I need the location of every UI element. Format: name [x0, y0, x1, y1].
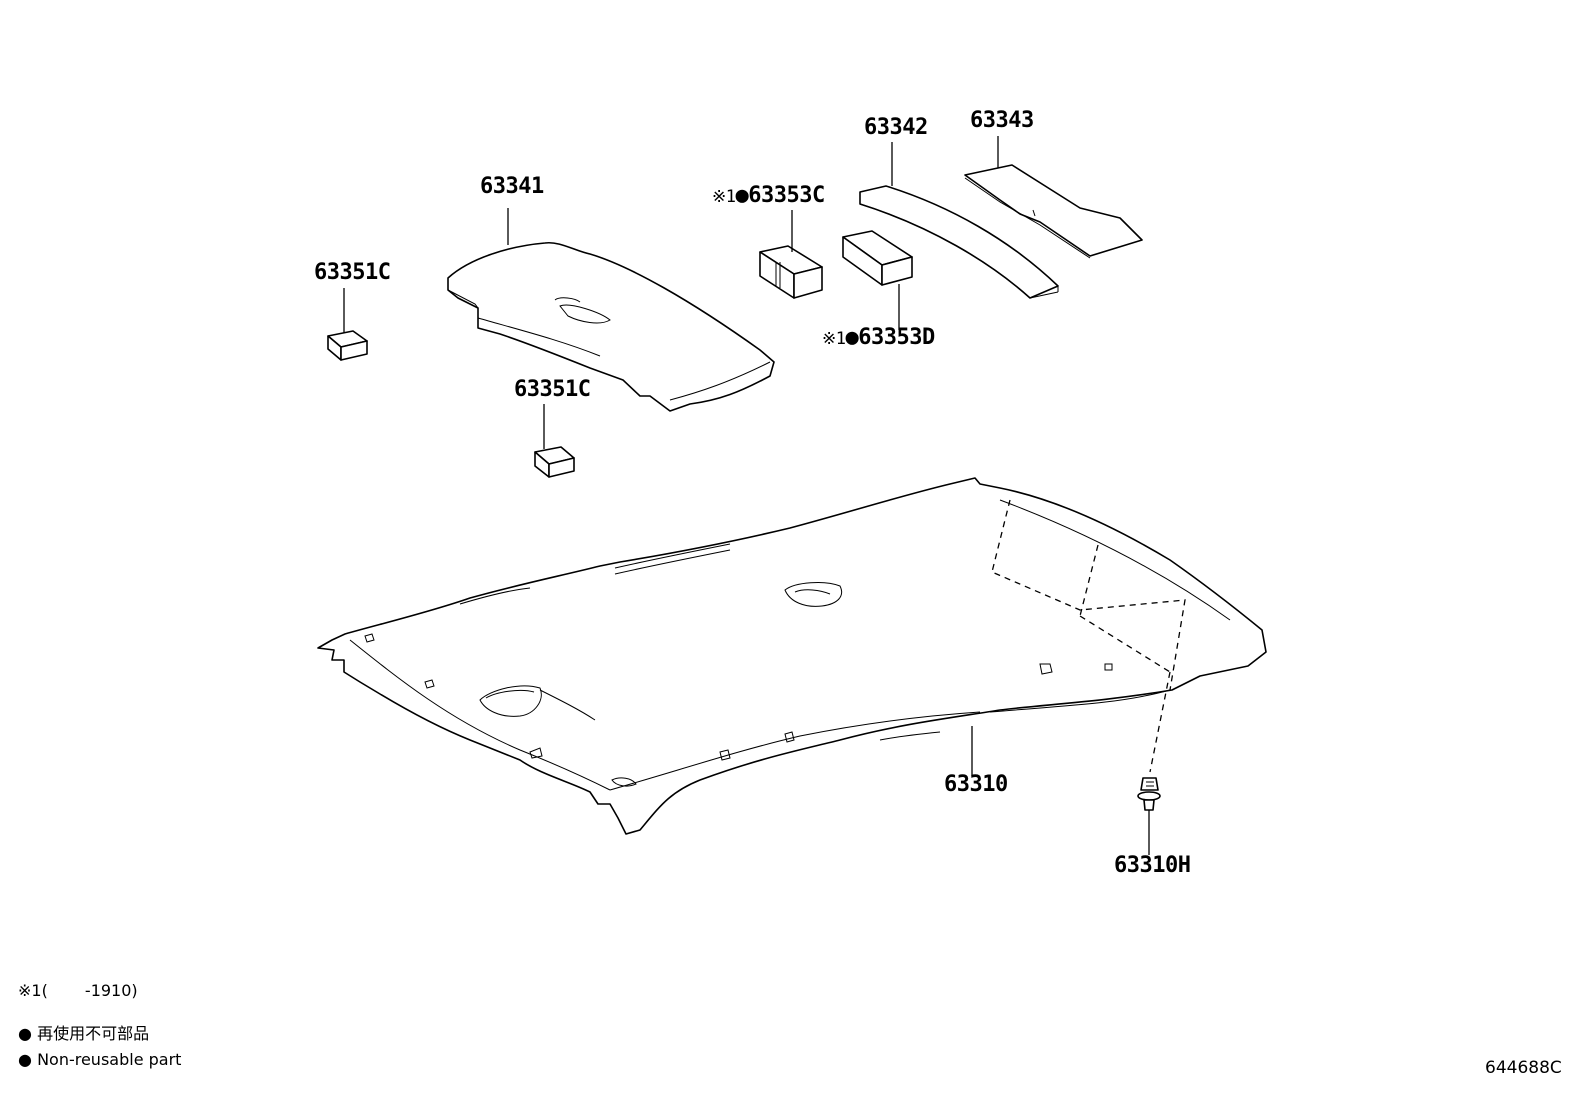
part-number-63310: 63310 [944, 772, 1008, 797]
part-number-63351c-upper: 63351C [314, 260, 391, 285]
part-number-63310h: 63310H [1114, 853, 1191, 878]
footnote-legend: ※1( -1910) [18, 983, 138, 999]
legend-bullet-ja: ● [18, 1024, 32, 1043]
legend-bullet-en: ● [18, 1050, 32, 1069]
part-number-63353c: 63353C [748, 183, 825, 208]
footnote-legend-mark: ※1 [18, 981, 42, 1000]
label-63342: 63342 [864, 117, 928, 139]
footnote-mark-63353c: ※1 [712, 187, 736, 207]
label-63351c-lower: 63351C [514, 377, 591, 402]
part-number-63343: 63343 [970, 108, 1034, 133]
nonreusable-dot-63353c: ● [735, 183, 749, 208]
part-number-63353d: 63353D [858, 325, 935, 350]
legend-text-en: Non-reusable part [37, 1050, 182, 1069]
block-63353c-shape [759, 245, 823, 299]
label-63310h: 63310H [1114, 853, 1191, 878]
legend-text-ja: 再使用不可部品 [37, 1024, 150, 1043]
part-number-63341: 63341 [480, 174, 544, 199]
part-number-63351c-lower: 63351C [514, 377, 591, 402]
nonreusable-dot-63353d: ● [845, 325, 859, 350]
pad-63351c-lower-shape [534, 446, 575, 478]
footnote-legend-range: ( -1910) [41, 981, 138, 1000]
label-63351c-upper: 63351C [314, 260, 391, 285]
footnote-mark-63353d: ※1 [822, 329, 846, 349]
label-63353d: ※1●63353D [822, 327, 935, 349]
strip-63342-shape [859, 185, 1059, 299]
figure-id: 644688C [1485, 1058, 1562, 1078]
pad-63343-shape [964, 164, 1143, 259]
pad-63341-shape [447, 241, 775, 412]
part-number-63342: 63342 [864, 115, 928, 140]
pad-63351c-upper-shape [327, 330, 368, 361]
label-63341: 63341 [480, 176, 544, 198]
label-63343: 63343 [970, 110, 1034, 132]
headliner-63310-shape [317, 477, 1267, 835]
label-63353c: ※1●63353C [712, 185, 825, 207]
legend-nonreusable-ja: ● 再使用不可部品 [18, 1026, 149, 1042]
block-63353d-shape [842, 230, 913, 286]
clip-63310h-shape [1137, 777, 1161, 811]
legend-nonreusable-en: ● Non-reusable part [18, 1052, 181, 1068]
label-63310: 63310 [944, 774, 1008, 796]
